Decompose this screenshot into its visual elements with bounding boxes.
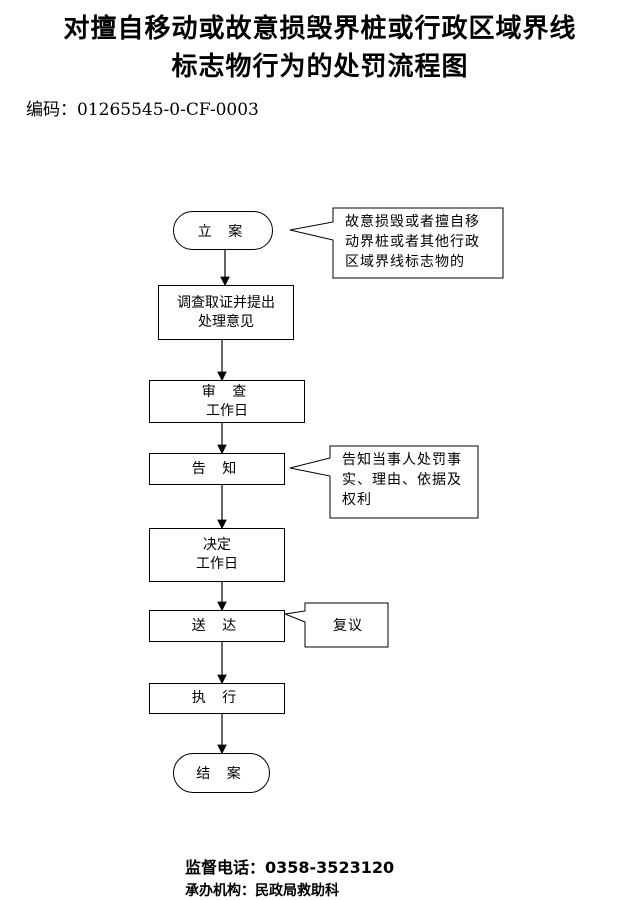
note-case: 故意损毁或者擅自移 动界桩或者其他行政 区域界线标志物的 (345, 212, 480, 272)
node-start: 立 案 (173, 211, 273, 250)
node-decide-line-2: 工作日 (196, 556, 238, 572)
page-title: 对擅自移动或故意损毁界桩或行政区域界线 标志物行为的处罚流程图 (20, 10, 620, 86)
note-notify-line-3: 权利 (342, 492, 372, 508)
node-execute-label: 执 行 (191, 690, 243, 706)
note-case-line-3: 区域界线标志物的 (345, 254, 465, 270)
node-review-line-2: 工作日 (206, 402, 248, 419)
node-execute: 执 行 (149, 683, 285, 714)
node-investigate: 调查取证并提出 处理意见 (158, 285, 294, 340)
supervision-phone: 监督电话：0358-3523120 (185, 858, 395, 877)
note-notify: 告知当事人处罚事 实、理由、依据及 权利 (342, 450, 462, 510)
node-decide-line-1: 决定 (203, 537, 231, 553)
node-end: 结 案 (173, 753, 270, 793)
note-notify-line-1: 告知当事人处罚事 (342, 452, 462, 468)
node-end-label: 结 案 (196, 766, 247, 782)
node-decide: 决定 工作日 (149, 528, 285, 582)
title-line-1: 对擅自移动或故意损毁界桩或行政区域界线 (63, 14, 577, 44)
node-review: 审 查 工作日 (149, 380, 305, 423)
callout-case-note (289, 207, 504, 279)
node-notify: 告 知 (149, 453, 285, 485)
note-review-label: 复议 (333, 618, 363, 634)
node-deliver: 送 达 (149, 610, 285, 642)
document-code: 编码：01265545-0-CF-0003 (26, 100, 259, 120)
note-notify-line-2: 实、理由、依据及 (342, 472, 462, 488)
node-notify-label: 告 知 (191, 460, 243, 477)
handling-agency: 承办机构：民政局救助科 (185, 883, 339, 899)
node-deliver-label: 送 达 (191, 617, 243, 634)
note-review: 复议 (333, 616, 363, 636)
node-review-line-1: 审 查 (201, 383, 253, 400)
callout-review-note (283, 602, 389, 648)
note-case-line-2: 动界桩或者其他行政 (345, 234, 480, 250)
note-case-line-1: 故意损毁或者擅自移 (345, 214, 480, 230)
node-investigate-line-1: 调查取证并提出 (177, 294, 275, 311)
node-start-label: 立 案 (197, 223, 249, 240)
title-line-2: 标志物行为的处罚流程图 (171, 52, 469, 82)
callout-notify-note (289, 445, 479, 519)
node-investigate-line-2: 处理意见 (198, 313, 254, 330)
